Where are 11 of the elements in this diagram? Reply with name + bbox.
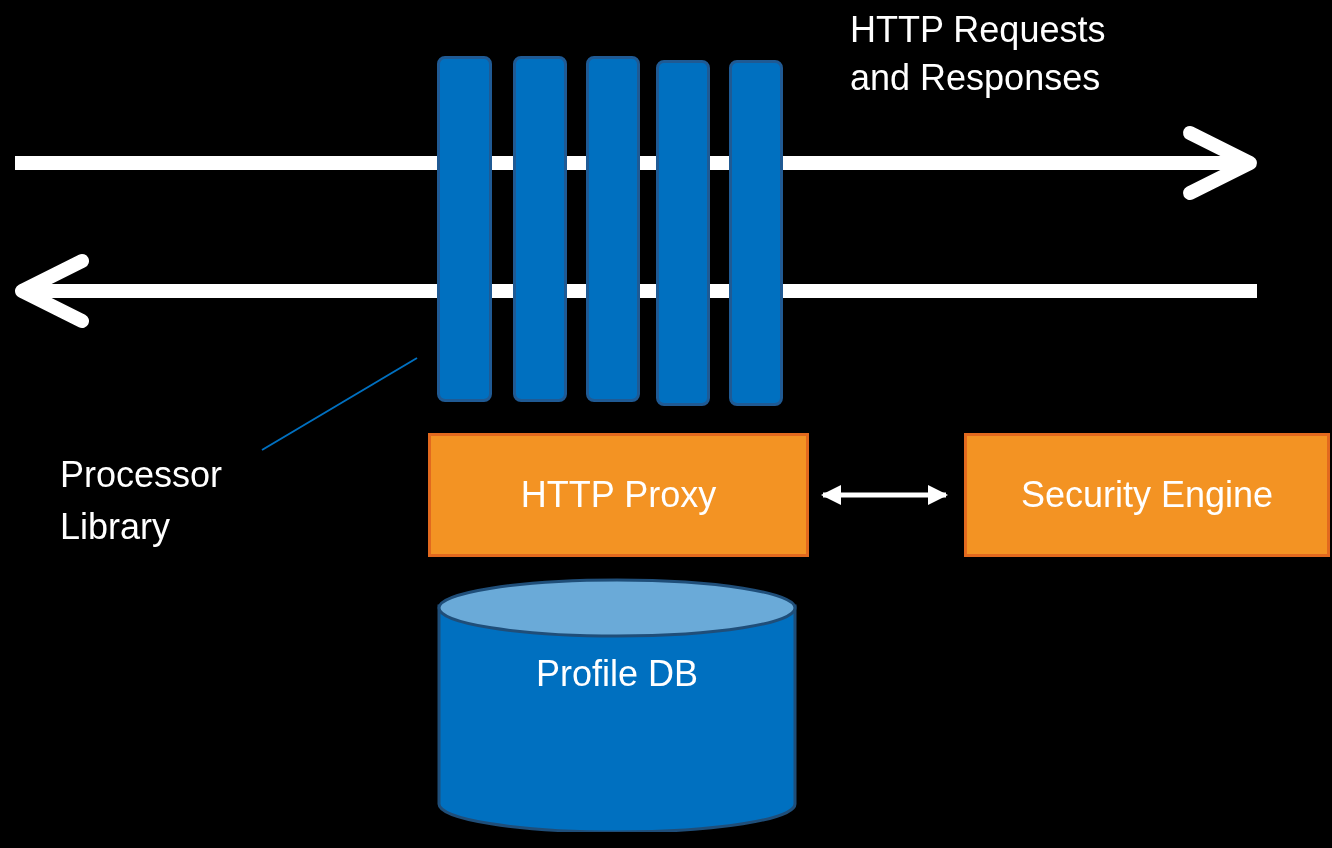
processor-bar xyxy=(729,60,783,406)
processor-bar xyxy=(656,60,710,406)
callout-text: Processor Library xyxy=(60,448,260,554)
processor-bar xyxy=(437,56,492,402)
leader-line xyxy=(261,357,418,451)
processor-bar xyxy=(586,56,640,402)
flow-label: HTTP Requests and Responses xyxy=(850,8,1107,100)
process-box: Security Engine xyxy=(964,433,1330,557)
arrow xyxy=(821,485,948,505)
processor-bar xyxy=(513,56,567,402)
process-box: HTTP Proxy xyxy=(428,433,809,557)
